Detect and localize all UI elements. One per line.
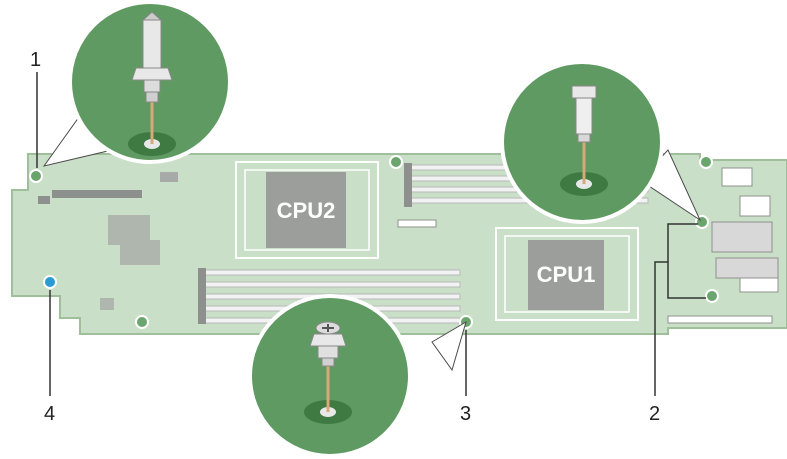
zoom-callout-3: [248, 294, 467, 458]
cpu2-label: CPU2: [277, 198, 336, 223]
standoff-pin-tall-icon: [571, 85, 597, 143]
standoff-markers: [29, 155, 719, 329]
blue-marker: [43, 275, 57, 289]
standoff-top-left: [29, 169, 43, 183]
leader-lines: [36, 72, 706, 396]
callout-4: 4: [44, 403, 55, 425]
standoff-pin-hex-icon: [131, 11, 173, 103]
standoff-bottom-left: [135, 315, 149, 329]
cpu2-socket: CPU2: [235, 161, 379, 259]
zoom-callout-2: [500, 60, 702, 224]
left-chipset-block: [100, 215, 160, 310]
callout-2: 2: [649, 403, 660, 425]
zoom-callout-1: [42, 0, 232, 167]
standoff-top-center: [389, 155, 403, 169]
cpu1-label: CPU1: [537, 262, 596, 287]
right-connectors: [667, 167, 779, 324]
left-connector-strip: [38, 172, 178, 204]
callout-3: 3: [460, 403, 471, 425]
callout-1: 1: [30, 49, 41, 71]
cpu1-socket: CPU1: [495, 227, 639, 321]
standoff-top-right: [699, 155, 713, 169]
standoff-right-lower: [705, 289, 719, 303]
standoff-screw-icon: [309, 321, 347, 367]
